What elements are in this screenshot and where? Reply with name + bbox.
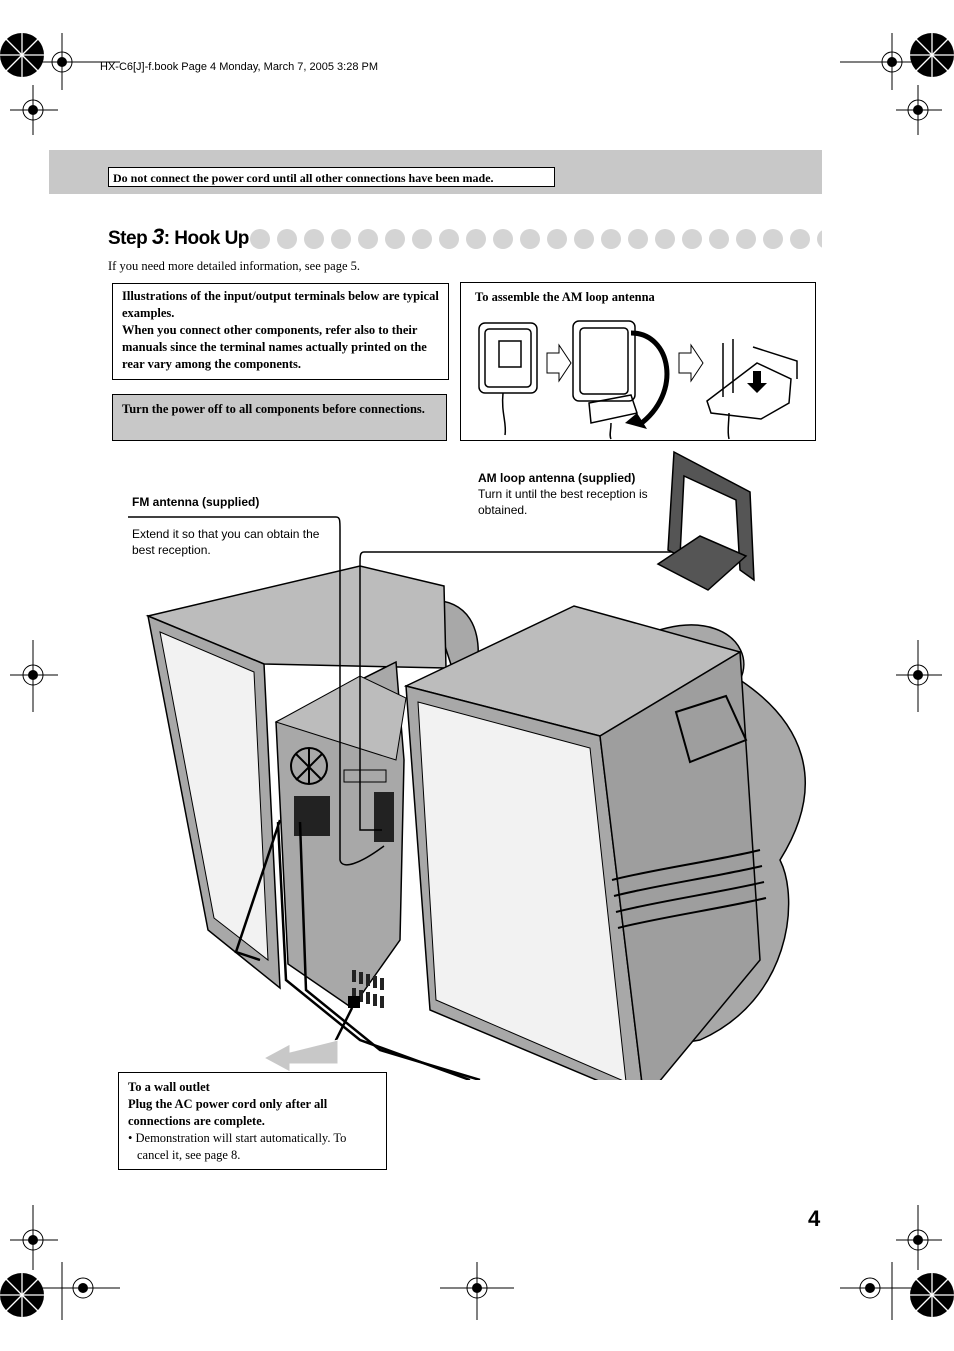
title-dot [493,229,513,249]
title-dot [277,229,297,249]
title-dot [709,229,729,249]
title-dot [412,229,432,249]
illustrations-note-line2: When you connect other components, refer… [122,323,427,371]
illustrations-note-line1: Illustrations of the input/output termin… [122,289,439,320]
intro-text: If you need more detailed information, s… [108,259,360,273]
title-dot [574,229,594,249]
am-antenna-label: AM loop antenna (supplied) Turn it until… [478,470,656,518]
title-dot [655,229,675,249]
fm-antenna-label: FM antenna (supplied) [132,494,342,510]
power-cord-warning: Do not connect the power cord until all … [108,167,555,187]
title-dot [304,229,324,249]
am-assembly-title: To assemble the AM loop antenna [475,290,655,304]
wall-outlet-box: To a wall outlet Plug the AC power cord … [118,1072,387,1170]
demonstration-note: • Demonstration will start automatically… [128,1131,347,1162]
step-number: 3 [151,224,164,249]
power-off-note: Turn the power off to all components bef… [112,394,447,441]
page-number: 4 [808,1206,821,1231]
am-assembly-illustration [478,320,798,440]
step-title: Step 3: Hook Up [108,224,249,250]
title-dot [628,229,648,249]
title-dot [385,229,405,249]
title-dot [250,229,270,249]
fm-antenna-title: FM antenna (supplied) [132,495,260,509]
title-dot [520,229,540,249]
system-connection-illustration [128,450,806,1080]
title-dot [547,229,567,249]
title-dot [331,229,351,249]
title-dot [763,229,783,249]
title-dot [790,229,810,249]
title-dot [439,229,459,249]
title-dot [358,229,378,249]
wall-outlet-title: To a wall outlet [128,1080,210,1094]
step-suffix: : Hook Up [163,228,250,249]
title-dot [817,230,822,248]
am-antenna-title: AM loop antenna (supplied) [478,471,636,485]
title-dot [682,229,702,249]
title-dot [736,229,756,249]
title-dot [601,229,621,249]
am-assembly-box: To assemble the AM loop antenna [460,282,816,441]
title-dots-decoration [250,229,822,249]
wall-outlet-instruction: Plug the AC power cord only after all co… [128,1097,328,1128]
am-antenna-description: Turn it until the best reception is obta… [478,487,648,517]
file-header: HX-C6[J]-f.book Page 4 Monday, March 7, … [100,61,378,73]
title-dot [466,229,486,249]
step-prefix: Step [108,228,152,249]
illustrations-note: Illustrations of the input/output termin… [112,283,449,380]
fm-antenna-description: Extend it so that you can obtain the bes… [132,527,320,557]
